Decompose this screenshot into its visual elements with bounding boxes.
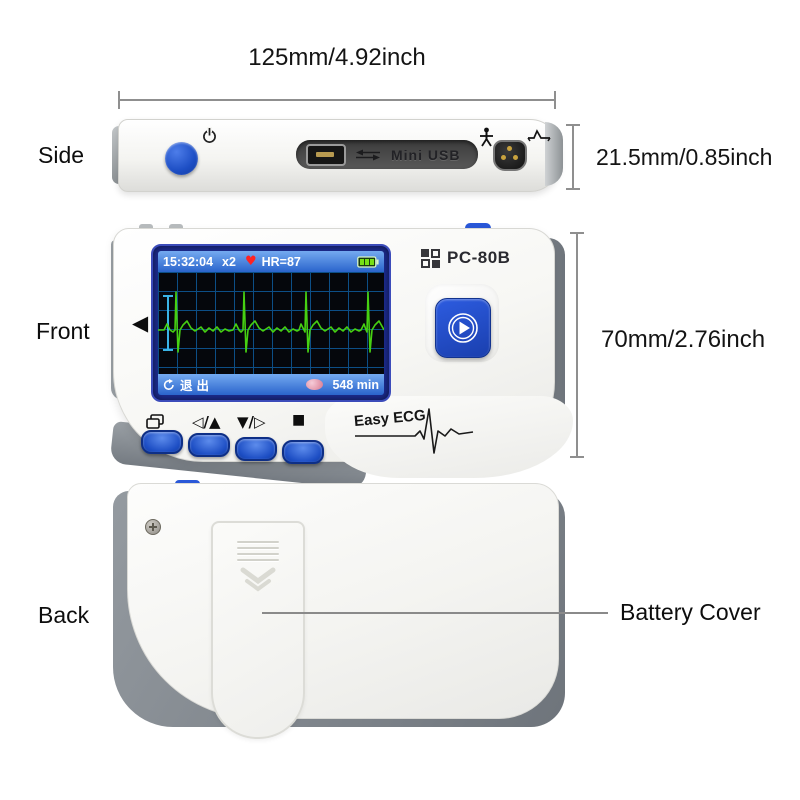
left-arrow-marker: ◀ — [132, 311, 149, 335]
battery-cover-label: Battery Cover — [620, 599, 761, 625]
device-button-1 — [141, 430, 183, 454]
calibration-mark — [163, 295, 173, 351]
brand-logo: PC-80B — [421, 248, 510, 268]
screen-status-bar: 15:32:04 x2 ♥ HR=87 — [158, 251, 384, 272]
brand-name: PC-80B — [447, 248, 511, 267]
screen-bottom-bar: 退出 548 min — [158, 374, 384, 395]
lcd-screen: 15:32:04 x2 ♥ HR=87 — [151, 244, 391, 402]
brand-logo-icon — [421, 248, 440, 268]
body-figure-icon — [480, 127, 493, 147]
exit-icon — [163, 378, 174, 390]
power-icon — [203, 127, 216, 143]
heartbeat-line — [355, 408, 474, 454]
width-dimension-text: 125mm/4.92inch — [248, 44, 426, 71]
play-icon — [448, 313, 478, 343]
front-view-device: ◀ 15:32:04 x2 ♥ HR=87 — [109, 223, 573, 490]
side-height-dimension-line — [566, 124, 580, 190]
grip-lines — [237, 541, 279, 565]
play-button — [435, 298, 491, 358]
side-height-dimension-text: 21.5mm/0.85inch — [596, 144, 773, 170]
exit-label: 退出 — [180, 379, 214, 393]
ecg-display-area — [158, 272, 384, 374]
side-view-device: Mini USB — [112, 119, 563, 192]
bottom-bulge — [325, 396, 573, 478]
width-dimension-line — [118, 91, 556, 109]
mini-usb-port — [306, 143, 346, 166]
gain-display: x2 — [222, 254, 236, 269]
storage-icon — [306, 379, 324, 390]
nav-stop-label: ■ — [292, 412, 306, 428]
battery-cover-pointer-line — [262, 612, 608, 614]
side-view-label: Side — [38, 142, 85, 168]
nav-down-right-label: ▼/▷ — [237, 413, 266, 431]
screw — [145, 519, 161, 535]
ecg-connector-port — [493, 140, 527, 171]
power-button — [165, 142, 198, 175]
back-view-device — [113, 480, 565, 748]
device-button-2 — [188, 433, 230, 457]
front-height-dimension-text: 70mm/2.76inch — [601, 326, 766, 353]
front-height-dimension-line — [570, 232, 584, 458]
mini-usb-label: Mini USB — [391, 146, 461, 163]
battery-icon — [357, 255, 379, 268]
front-view-label: Front — [36, 318, 90, 344]
ecg-waveform — [158, 291, 384, 353]
chevron-down-icon — [240, 567, 276, 592]
time-display: 15:32:04 — [163, 254, 214, 269]
pages-icon — [146, 414, 164, 429]
battery-cover — [211, 521, 305, 739]
usb-arrows-icon — [356, 149, 380, 160]
device-button-3 — [235, 437, 277, 461]
defib-symbol-icon — [527, 129, 551, 142]
heart-rate-display: HR=87 — [261, 254, 301, 269]
heart-icon: ♥ — [244, 254, 257, 269]
mini-usb-panel: Mini USB — [296, 140, 478, 169]
nav-left-up-label: ◁/▲ — [192, 413, 221, 431]
back-view-label: Back — [38, 602, 90, 628]
storage-remaining: 548 min — [332, 377, 379, 392]
device-button-4 — [282, 440, 324, 464]
back-device-body — [127, 483, 559, 719]
